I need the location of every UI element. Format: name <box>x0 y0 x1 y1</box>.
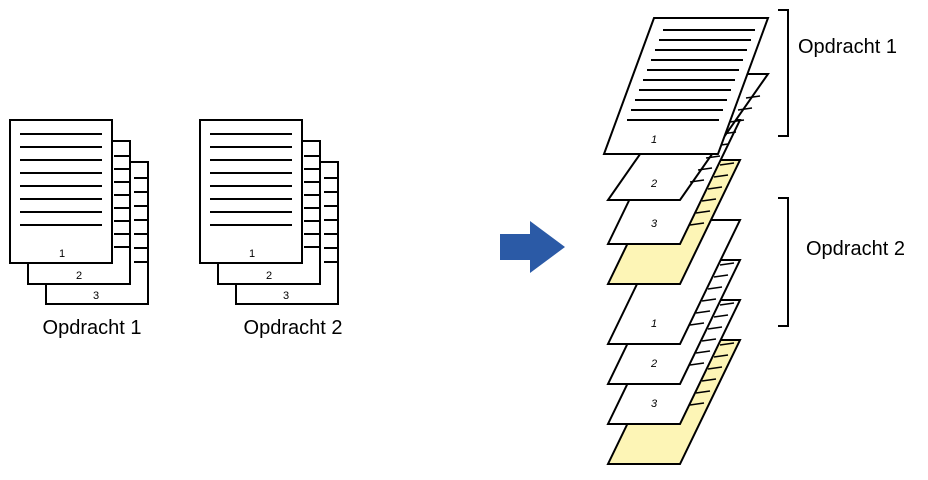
page-number: 3 <box>283 290 289 302</box>
right-arrow-icon <box>500 221 565 273</box>
job-2-label: Opdracht 2 <box>244 317 343 339</box>
page-number: 3 <box>651 398 658 410</box>
output-stack: 3 2 1 <box>602 17 770 465</box>
page-number: 1 <box>651 134 657 146</box>
page-number: 1 <box>249 248 255 260</box>
page-number: 1 <box>59 248 65 260</box>
job-1-bracket: Opdracht 1 <box>778 9 897 137</box>
page-number: 2 <box>266 270 272 282</box>
job-1-page-1: 1 <box>9 119 113 264</box>
page-number: 1 <box>651 318 657 330</box>
page-number: 2 <box>650 358 657 370</box>
output-job-1-page-1: 1 <box>602 17 770 155</box>
job-2-stack: 3 2 1 Opdracht 2 <box>199 119 343 339</box>
job-2-bracket: Opdracht 2 <box>778 197 905 327</box>
output-job-2-label: Opdracht 2 <box>806 238 905 260</box>
output-job-1-label: Opdracht 1 <box>798 36 897 58</box>
page-number: 2 <box>650 178 657 190</box>
job-2-page-1: 1 <box>199 119 303 264</box>
page-number: 2 <box>76 270 82 282</box>
job-1-label: Opdracht 1 <box>43 317 142 339</box>
page-number: 3 <box>93 290 99 302</box>
job-1-stack: 3 2 1 Opdracht 1 <box>9 119 149 339</box>
page-number: 3 <box>651 218 658 230</box>
